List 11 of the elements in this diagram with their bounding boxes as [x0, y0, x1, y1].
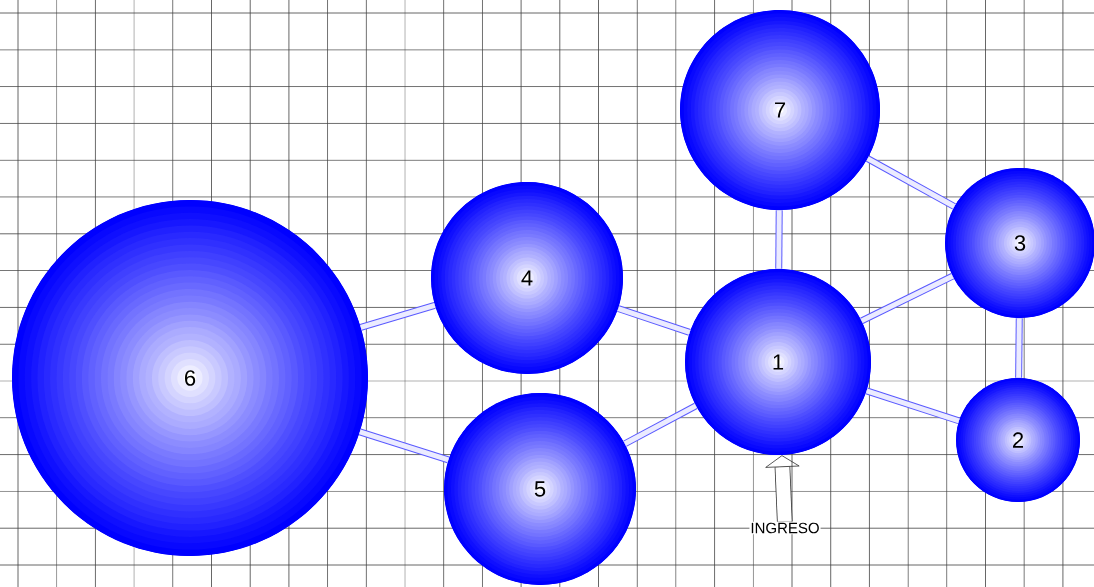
connector-bar	[359, 302, 436, 331]
connector-bar	[775, 210, 783, 269]
connector-bar	[865, 387, 960, 425]
connector-bar	[617, 305, 691, 336]
entrance-arrow	[765, 455, 800, 522]
connector-bar	[358, 428, 450, 464]
entrance-label: INGRESO	[749, 521, 821, 535]
connector-bar	[623, 402, 698, 447]
connector-bar	[860, 273, 955, 325]
connector-bar	[1015, 318, 1023, 378]
connector-bar	[865, 155, 956, 210]
